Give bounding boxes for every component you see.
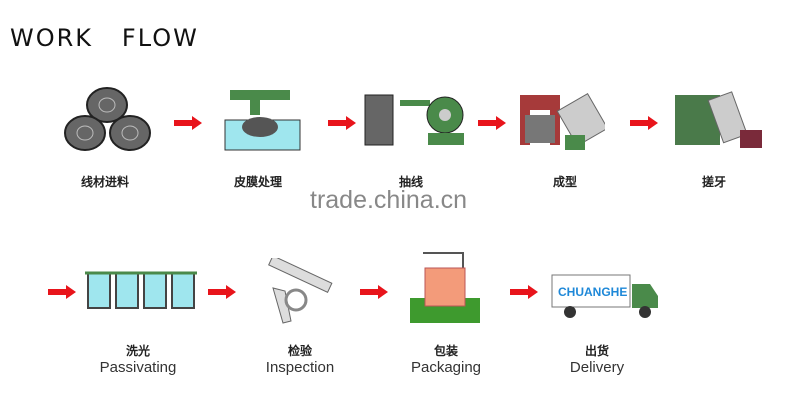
- wire-drawing-machine-icon: [364, 94, 464, 146]
- step-label-delivery: Delivery: [569, 359, 625, 376]
- watermark: trade.china.cn: [310, 186, 468, 214]
- step-label-cn: 包装: [433, 344, 458, 358]
- step-label-cn: 洗光: [125, 344, 150, 358]
- step-label-cn: 出货: [584, 344, 609, 358]
- truck-icon: CHUANGHE: [551, 274, 658, 318]
- page-title: WORK FLOW: [10, 24, 199, 52]
- step-label-cn: 检验: [287, 344, 312, 358]
- step-label-inspection: Inspection: [265, 359, 335, 376]
- arrow-right-icon: [360, 285, 388, 299]
- caliper-icon: [268, 258, 333, 324]
- arrow-right-icon: [328, 116, 356, 130]
- arrow-right-icon: [510, 285, 538, 299]
- wire-coils-icon: [64, 87, 151, 151]
- step-label-passivating: Passivating: [99, 359, 177, 376]
- arrow-right-icon: [478, 116, 506, 130]
- package-icon: [410, 252, 480, 323]
- arrow-right-icon: [174, 116, 202, 130]
- step-label-forming: 成型: [552, 175, 577, 189]
- truck-brand: CHUANGHE: [558, 285, 627, 299]
- forming-machine-icon: [520, 92, 605, 150]
- step-label-wire-drawing: 抽线: [398, 175, 423, 189]
- coating-tank-icon: [224, 90, 301, 151]
- step-label-coating: 皮膜处理: [233, 175, 282, 189]
- step-label-packaging: Packaging: [410, 359, 482, 376]
- step-label-thread-rolling: 搓牙: [701, 175, 726, 189]
- passivating-tanks-icon: [85, 271, 197, 309]
- thread-rolling-machine-icon: [675, 91, 762, 148]
- arrow-right-icon: [630, 116, 658, 130]
- arrow-right-icon: [208, 285, 236, 299]
- step-label-wire-feeding: 线材进料: [80, 175, 129, 189]
- arrow-right-icon: [48, 285, 76, 299]
